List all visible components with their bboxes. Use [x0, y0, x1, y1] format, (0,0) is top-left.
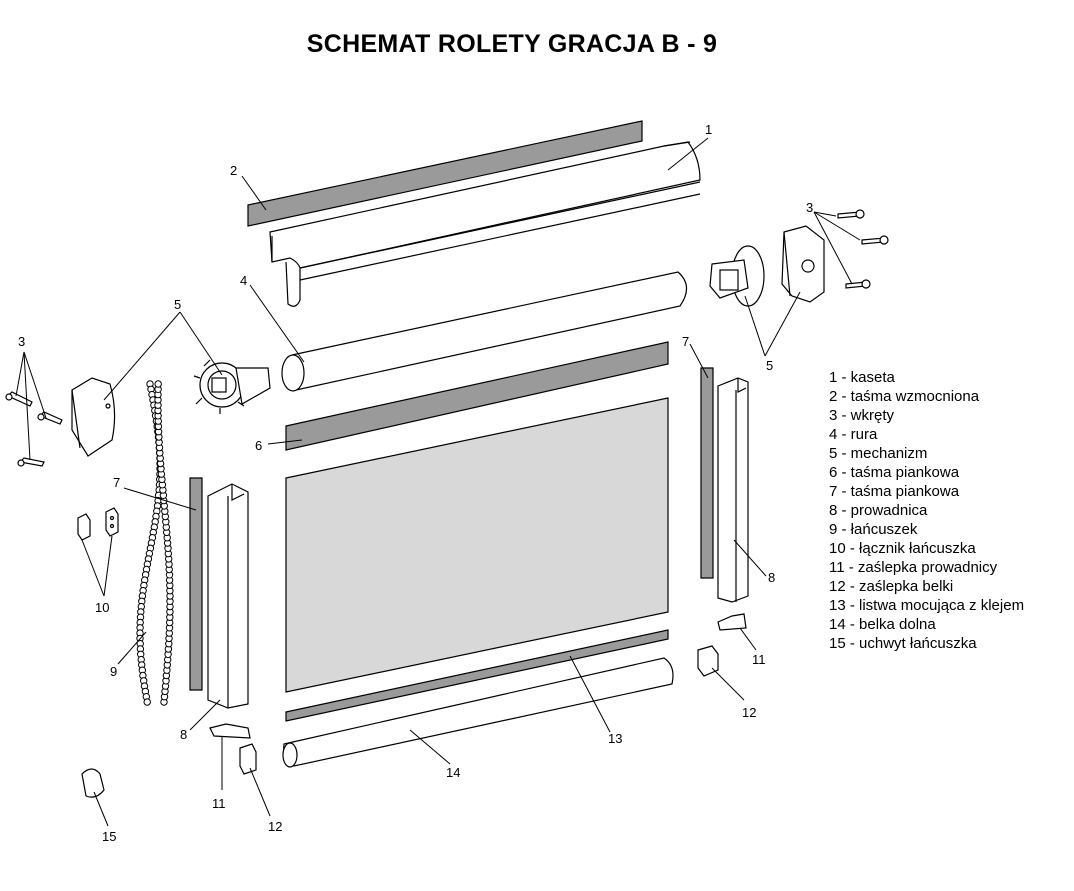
- part-15-chain-holder: [81, 768, 105, 798]
- legend-item: 15 - uchwyt łańcuszka: [829, 635, 977, 652]
- callout-3-right: 3: [806, 200, 813, 215]
- part-14-bottom-bar: [282, 657, 674, 768]
- part-4-tube: [281, 271, 688, 392]
- callout-12-right: 12: [742, 705, 756, 720]
- callout-2: 2: [230, 163, 237, 178]
- callout-10: 10: [95, 600, 109, 615]
- legend-item: 10 - łącznik łańcuszka: [829, 540, 976, 557]
- callout-5-right: 5: [766, 358, 773, 373]
- callout-14: 14: [446, 765, 460, 780]
- legend-item: 11 - zaślepka prowadnicy: [829, 559, 998, 576]
- legend-item: 13 - listwa mocująca z klejem: [829, 597, 1025, 614]
- legend-item: 9 - łańcuszek: [829, 521, 918, 538]
- parts-legend: 1 - kaseta 2 - taśma wzmocniona 3 - wkręty…: [829, 368, 1024, 653]
- leader-lines: [15, 137, 861, 827]
- part-3-screws-left: [5, 391, 63, 467]
- legend-item: 6 - taśma piankowa: [829, 464, 960, 481]
- legend-item: 2 - taśma wzmocniona: [829, 388, 980, 405]
- callout-labels: 1 2 3 4 5 3 7 5 6 7 8 10 11 9 12 8 13 14…: [18, 122, 813, 844]
- callout-5-left: 5: [174, 297, 181, 312]
- callout-7-left: 7: [113, 475, 120, 490]
- callout-15: 15: [102, 829, 116, 844]
- legend-item: 7 - taśma piankowa: [829, 483, 960, 500]
- part-5-mechanism-right: [709, 225, 825, 307]
- part-3-screws-right: [837, 209, 889, 289]
- callout-1: 1: [705, 122, 712, 137]
- callout-7-right: 7: [682, 334, 689, 349]
- part-7-foam-tape-left: [189, 477, 203, 691]
- part-end-cap-left: [71, 377, 116, 457]
- part-10-chain-connector: [77, 507, 119, 541]
- callout-4: 4: [240, 273, 247, 288]
- callout-3-left: 3: [18, 334, 25, 349]
- legend-item: 4 - rura: [829, 426, 878, 443]
- fabric-panel: [285, 397, 669, 693]
- legend-item: 12 - zaślepka belki: [829, 578, 954, 595]
- callout-11-left: 11: [212, 796, 226, 811]
- callout-8-left: 8: [180, 727, 187, 742]
- legend-item: 1 - kaseta: [829, 369, 895, 386]
- part-7-foam-tape-right: [700, 367, 714, 579]
- chain-bead: [143, 698, 151, 706]
- part-5-mechanism-left: [193, 359, 271, 414]
- part-8-guide-rail-right: [717, 377, 749, 603]
- callout-8-right: 8: [768, 570, 775, 585]
- callout-9: 9: [110, 664, 117, 679]
- chain-bead: [154, 380, 162, 388]
- callout-6: 6: [255, 438, 262, 453]
- callout-11-right: 11: [752, 652, 766, 667]
- part-2-reinforced-tape: [247, 120, 643, 227]
- legend-item: 3 - wkręty: [829, 407, 895, 424]
- part-11-guide-cap-left: [209, 723, 251, 739]
- part-8-guide-rail-left: [207, 483, 249, 709]
- part-11-guide-cap-right: [717, 613, 747, 631]
- legend-item: 8 - prowadnica: [829, 502, 928, 519]
- legend-item: 14 - belka dolna: [829, 616, 936, 633]
- part-13-mounting-strip: [285, 629, 669, 722]
- part-1-cassette: [269, 141, 701, 307]
- callout-13: 13: [608, 731, 622, 746]
- legend-item: 5 - mechanizm: [829, 445, 928, 462]
- callout-12-left: 12: [268, 819, 282, 834]
- part-9-bead-chain: [136, 380, 174, 706]
- diagram-title: SCHEMAT ROLETY GRACJA B - 9: [306, 30, 718, 58]
- part-12-bar-cap-left: [239, 743, 257, 775]
